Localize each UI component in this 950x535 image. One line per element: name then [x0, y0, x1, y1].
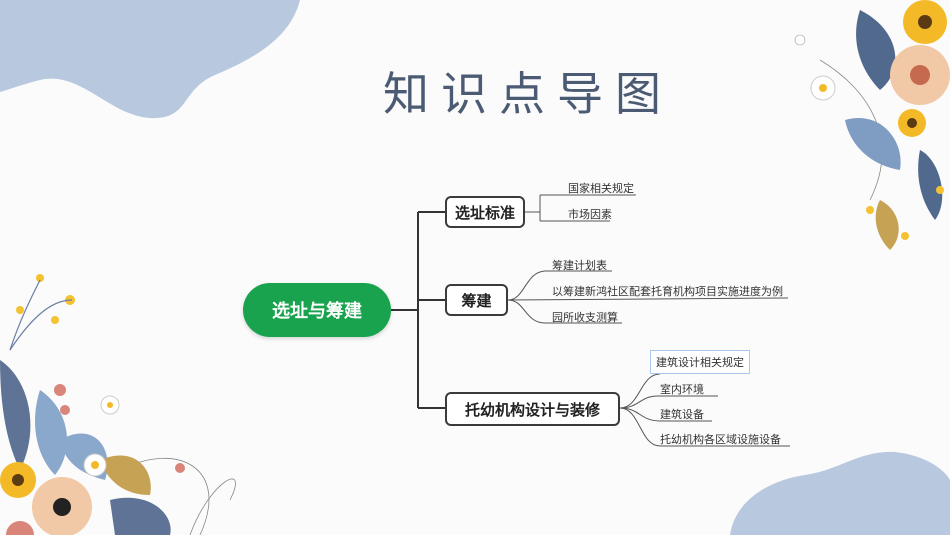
- branch-node-preparation[interactable]: 筹建: [445, 284, 508, 316]
- leaf-building-design-rules[interactable]: 建筑设计相关规定: [650, 350, 750, 374]
- leaf-building-equipment[interactable]: 建筑设备: [660, 408, 704, 421]
- leaf-connectors: [507, 194, 790, 447]
- leaf-national-regulations[interactable]: 国家相关规定: [568, 182, 634, 195]
- mindmap-root-node[interactable]: 选址与筹建: [243, 283, 391, 337]
- top-left-blob: [0, 0, 300, 119]
- bottom-right-blob: [730, 451, 950, 535]
- leaf-area-facilities[interactable]: 托幼机构各区域设施设备: [660, 433, 781, 446]
- mindmap-connectors: [391, 211, 445, 409]
- leaf-budget-calculation[interactable]: 园所收支测算: [552, 311, 618, 324]
- flower-bouquet-bottom-left: [0, 274, 185, 535]
- branch-node-site-standard[interactable]: 选址标准: [445, 196, 525, 228]
- flower-bouquet-top-right: [794, 0, 950, 250]
- leaf-indoor-environment[interactable]: 室内环境: [660, 383, 704, 396]
- leaf-preparation-schedule[interactable]: 筹建计划表: [552, 259, 607, 272]
- branch-node-design-decoration[interactable]: 托幼机构设计与装修: [445, 392, 620, 426]
- leaf-market-factors[interactable]: 市场因素: [568, 208, 612, 221]
- leaf-example-project-progress[interactable]: 以筹建新鸿社区配套托育机构项目实施进度为例: [552, 285, 783, 298]
- page-title: 知识点导图: [383, 67, 673, 121]
